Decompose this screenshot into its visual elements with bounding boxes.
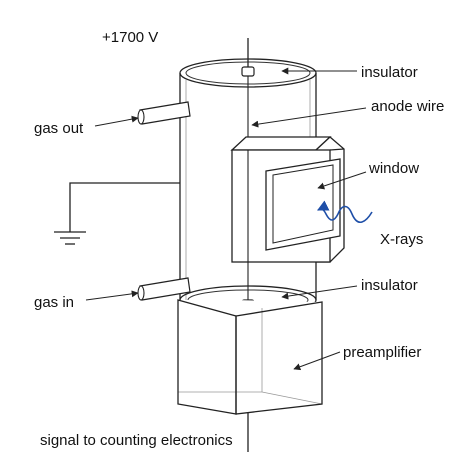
xray-wave <box>316 200 373 223</box>
pointer-anode-wire <box>251 107 367 128</box>
gas-in-label: gas in <box>34 294 74 311</box>
pointer-window <box>317 171 367 190</box>
preamplifier-label: preamplifier <box>343 344 421 361</box>
insulator-bottom-label: insulator <box>361 277 418 294</box>
gas-in-port <box>137 277 191 301</box>
pointer-insulator-bottom <box>281 285 358 300</box>
pointer-gas-out <box>94 115 139 127</box>
xrays-label: X-rays <box>380 231 423 248</box>
preamplifier-box <box>177 299 323 415</box>
gas-out-label: gas out <box>34 120 84 137</box>
pointer-preamplifier <box>293 351 341 371</box>
top-insulator-plug <box>241 66 255 77</box>
insulator-top-label: insulator <box>361 64 418 81</box>
window-box-top <box>230 136 332 151</box>
window-pane <box>272 164 334 244</box>
voltage-label: +1700 V <box>102 29 158 46</box>
anode-wire-label: anode wire <box>371 98 444 115</box>
window-label: window <box>368 160 419 177</box>
ground-connection <box>54 182 180 245</box>
signal-label: signal to counting electronics <box>40 432 233 449</box>
pointer-gas-in <box>85 290 139 301</box>
gas-out-port <box>137 101 191 125</box>
preamp-front-right <box>235 301 323 415</box>
ground-wire <box>69 182 180 232</box>
window-box <box>230 136 345 263</box>
